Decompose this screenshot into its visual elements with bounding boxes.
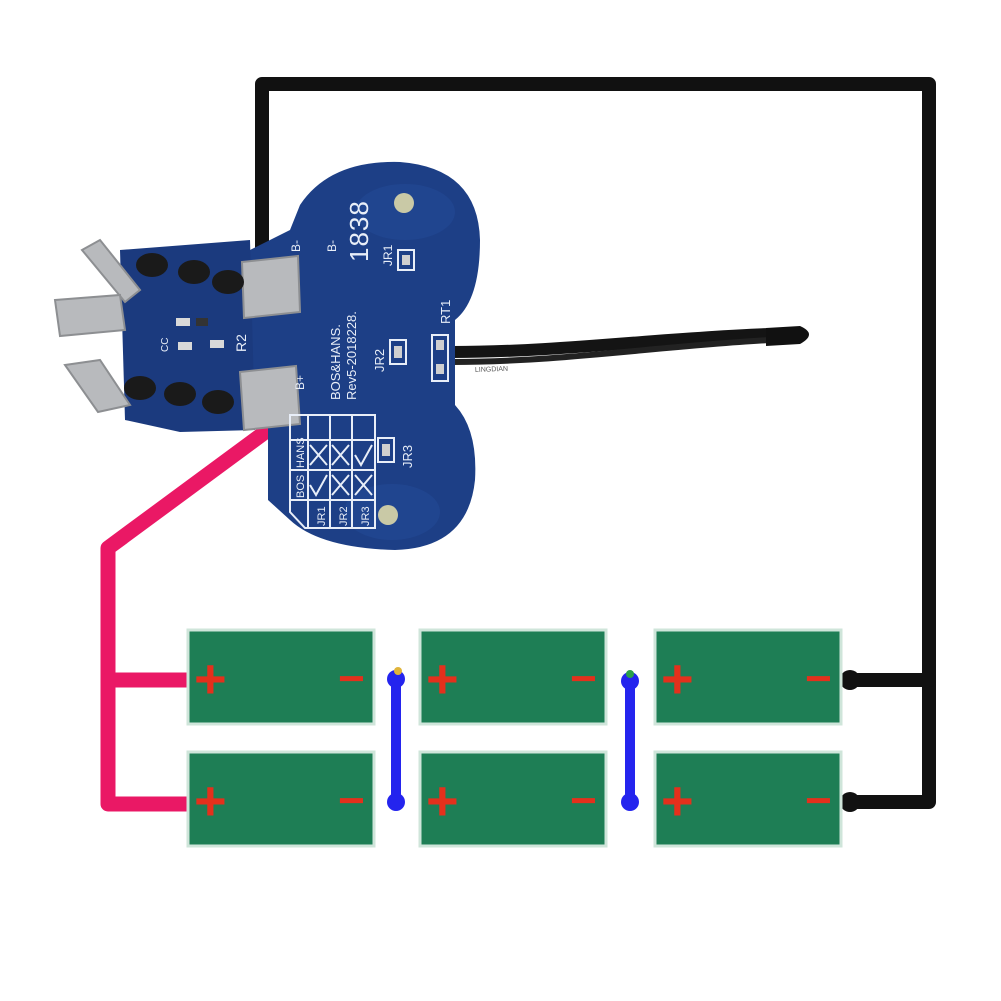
cell-plus-sign: + [194,647,227,710]
battery-cell-bottom-2: +− [418,750,608,848]
silk-b-minus-right: B- [325,240,339,252]
black-wire-main [255,77,936,809]
black-wire-tip-bottom [840,792,860,812]
black-wire-tip-top [840,670,860,690]
cell-minus-sign: − [570,774,597,826]
thermistor-probe: LINGDIAN [446,326,809,374]
battery-cells: +−+−+−+−+−+− [186,628,843,848]
silk-b-minus-left: B- [289,240,303,252]
silk-r2: R2 [233,334,249,352]
silk-b-plus: B+ [293,375,307,390]
silk-digits: 1838 [344,200,374,262]
table-row-jr1: JR1 [316,506,328,526]
table-row-jr3: JR3 [360,506,372,526]
jumper-config-table [289,414,376,529]
battery-cell-bottom-1: +− [186,750,376,848]
cell-plus-sign: + [194,769,227,832]
silk-rt1: RT1 [438,300,453,324]
cell-minus-sign: − [338,774,365,826]
battery-cell-bottom-3: +− [653,750,843,848]
table-header-hans: HANS [295,437,307,468]
thermistor-cable-text: LINGDIAN [475,366,508,374]
cell-plus-sign: + [426,769,459,832]
silk-jr3: JR3 [400,445,415,468]
cell-plus-sign: + [426,647,459,710]
silk-jr2: JR2 [372,349,387,372]
rt1-pad [431,334,449,382]
cell-plus-sign: + [661,647,694,710]
silk-revision: Rev5-2018228. [344,311,359,400]
silk-brand: BOS&HANS. [328,324,343,400]
battery-cell-top-1: +− [186,628,376,726]
cross-mark-icon [309,444,328,466]
mount-hole-top [394,193,414,213]
battery-terminals [53,238,302,432]
table-row-jr2: JR2 [338,506,350,526]
table-marks [309,444,373,498]
cell-minus-sign: − [338,652,365,704]
battery-cell-top-2: +− [418,628,608,726]
bms-pcb: R2 CC B- B- 1838 JR1 RT1 JR2 BOS&HANS. R… [53,161,480,550]
cross-mark-icon [331,444,350,466]
cell-minus-sign: − [805,652,832,704]
red-wire-main [100,422,276,812]
series-link-left [387,667,405,811]
cross-mark-icon [354,474,373,496]
silk-jr1: JR1 [381,244,395,266]
table-header-bos: BOS [295,475,307,498]
jr3-pad [377,437,395,463]
pcb-components [124,253,244,414]
jr2-pad [389,339,407,365]
mount-hole-bottom [378,505,398,525]
check-mark-icon [309,474,328,498]
jr1-pad [397,249,415,271]
cell-minus-sign: − [805,774,832,826]
cross-mark-icon [331,474,350,496]
cell-plus-sign: + [661,769,694,832]
cell-minus-sign: − [570,652,597,704]
silk-cc: CC [160,338,171,352]
series-link-right [621,670,639,811]
check-mark-icon [354,444,373,468]
battery-cell-top-3: +− [653,628,843,726]
